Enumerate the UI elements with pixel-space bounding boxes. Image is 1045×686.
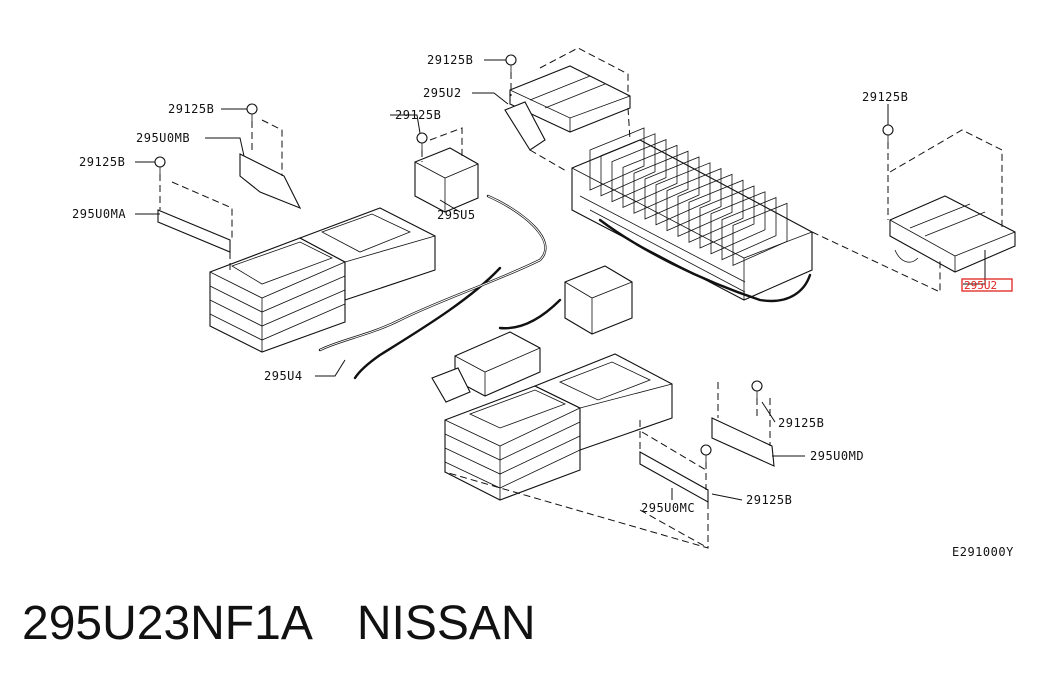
callout-bolt-top-center: 29125B <box>427 53 473 67</box>
bolt-right-top-icon <box>882 124 894 142</box>
battery-cell-ridge <box>633 150 689 214</box>
bolt-right-mid-icon <box>751 380 763 398</box>
battery-cell-ridge <box>644 156 700 220</box>
bracket-a-part <box>157 209 231 253</box>
battery-cell-ridge <box>721 197 777 261</box>
callout-harness: 295U4 <box>264 369 303 383</box>
callout-bolt-right-low: 29125B <box>746 493 792 507</box>
relay-box-part <box>431 331 541 403</box>
module-stack-left <box>209 207 436 353</box>
battery-cell-ridge <box>600 133 656 197</box>
leader-lines <box>135 59 986 501</box>
battery-cell-ridge <box>611 139 667 203</box>
bracket-d-part <box>711 417 775 467</box>
junction-box-part <box>414 147 479 213</box>
battery-cell-ridge <box>589 127 645 191</box>
bolt-center-small-icon <box>416 132 428 150</box>
callout-bracket-c: 295U0MC <box>641 501 695 515</box>
bolt-top-center-icon <box>505 54 517 72</box>
service-plug-part <box>564 265 633 335</box>
callout-bolt-right-mid: 29125B <box>778 416 824 430</box>
callout-bolt-left-mid: 29125B <box>79 155 125 169</box>
battery-cell-ridge <box>677 173 733 238</box>
part-caption: 295U23NF1A NISSAN <box>22 596 536 651</box>
battery-cell-ridge <box>699 185 755 249</box>
callout-bracket-a: 295U0MA <box>72 207 126 221</box>
bracket-b-part <box>239 153 302 210</box>
brand-name: NISSAN <box>356 597 536 650</box>
diagram-id: E291000Y <box>952 545 1014 559</box>
module-stack-lower <box>444 353 673 501</box>
battery-stack-main <box>571 127 813 303</box>
callout-tray-top: 295U2 <box>423 86 462 100</box>
callout-bracket-b: 295U0MB <box>136 131 190 145</box>
projection-lines <box>159 47 1003 549</box>
battery-cell-ridge <box>666 168 722 232</box>
highlighted-tray-part <box>889 195 1016 273</box>
bolt-left-upper-icon <box>246 103 258 121</box>
battery-cell-ridge <box>732 202 788 267</box>
callout-bolt-center-small: 29125B <box>395 108 441 122</box>
part-number: 295U23NF1A <box>22 597 313 650</box>
bracket-c-part <box>639 451 709 503</box>
wiring-harness-part <box>318 194 562 380</box>
battery-cell-ridge <box>655 162 711 226</box>
bolt-right-low-icon <box>700 444 712 462</box>
battery-cell-ridge <box>688 179 744 243</box>
bolt-left-mid-icon <box>154 156 166 174</box>
battery-cell-ridge <box>622 144 678 209</box>
parts-diagram: 29125B 295U2 29125B 295U0MB 29125B 29125… <box>72 47 1016 559</box>
callout-bolt-right-top: 29125B <box>862 90 908 104</box>
top-tray-part <box>504 65 631 151</box>
highlight-box <box>961 278 1013 292</box>
callout-bolt-left-upper: 29125B <box>168 102 214 116</box>
callout-highlighted-part: 295U2 <box>964 279 997 292</box>
callout-junction: 295U5 <box>437 208 476 222</box>
callout-bracket-d: 295U0MD <box>810 449 864 463</box>
battery-cell-ridge <box>710 191 766 255</box>
